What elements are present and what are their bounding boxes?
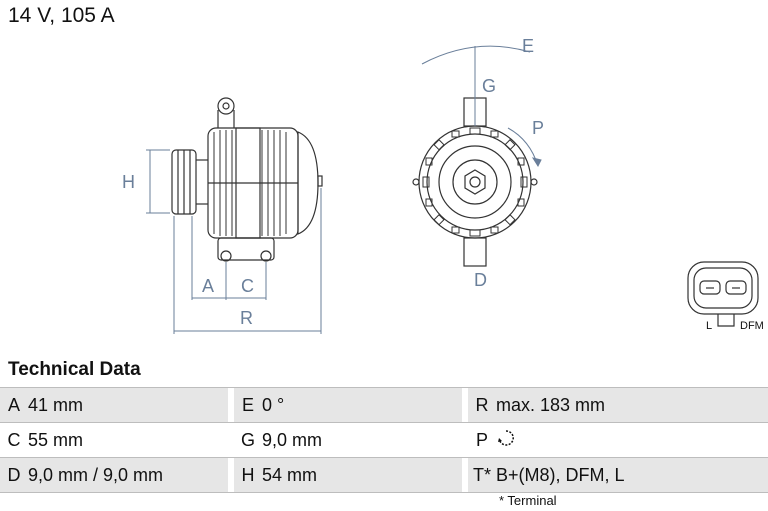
spec-key: C	[0, 422, 28, 458]
table-row: C 55 mm G 9,0 mm P	[0, 422, 768, 458]
dim-label-r: R	[240, 308, 253, 328]
spec-value-rotation	[496, 422, 768, 458]
spec-value: 0 °	[262, 387, 462, 423]
spec-key: T*	[468, 457, 496, 493]
spec-value: 55 mm	[28, 422, 228, 458]
dim-label-g: G	[482, 76, 496, 96]
spec-value: max. 183 mm	[496, 387, 768, 423]
dim-label-e: E	[522, 36, 534, 56]
spec-key: H	[234, 457, 262, 493]
spec-key: E	[234, 387, 262, 423]
product-title: 14 V, 105 A	[8, 4, 115, 27]
table-row: D 9,0 mm / 9,0 mm H 54 mm T* B+(M8), DFM…	[0, 457, 768, 493]
connector-label-l: L	[706, 320, 713, 332]
spec-key: A	[0, 387, 28, 423]
spec-value: 9,0 mm	[262, 422, 462, 458]
technical-data-table: A 41 mm E 0 ° R max. 183 mm C 55 mm G 9,…	[0, 387, 768, 493]
dim-label-a: A	[202, 276, 214, 296]
footnote: * Terminal	[499, 493, 557, 508]
spec-value: 9,0 mm / 9,0 mm	[28, 457, 228, 493]
dim-label-p: P	[532, 118, 544, 138]
spec-value: B+(M8), DFM, L	[496, 457, 768, 493]
alternator-technical-drawing: H A C R E G P D	[122, 36, 759, 334]
spec-key: G	[234, 422, 262, 458]
spec-value: 54 mm	[262, 457, 462, 493]
section-title: Technical Data	[8, 359, 141, 380]
spec-value: 41 mm	[28, 387, 228, 423]
table-row: A 41 mm E 0 ° R max. 183 mm	[0, 387, 768, 423]
dim-label-d: D	[474, 270, 487, 290]
connector-label-dfm: DFM	[740, 320, 764, 332]
dim-label-c: C	[241, 276, 254, 296]
spec-key: D	[0, 457, 28, 493]
clockwise-rotation-icon	[498, 429, 514, 446]
spec-key: R	[468, 387, 496, 423]
dim-label-h: H	[122, 172, 135, 192]
spec-key: P	[468, 422, 496, 458]
